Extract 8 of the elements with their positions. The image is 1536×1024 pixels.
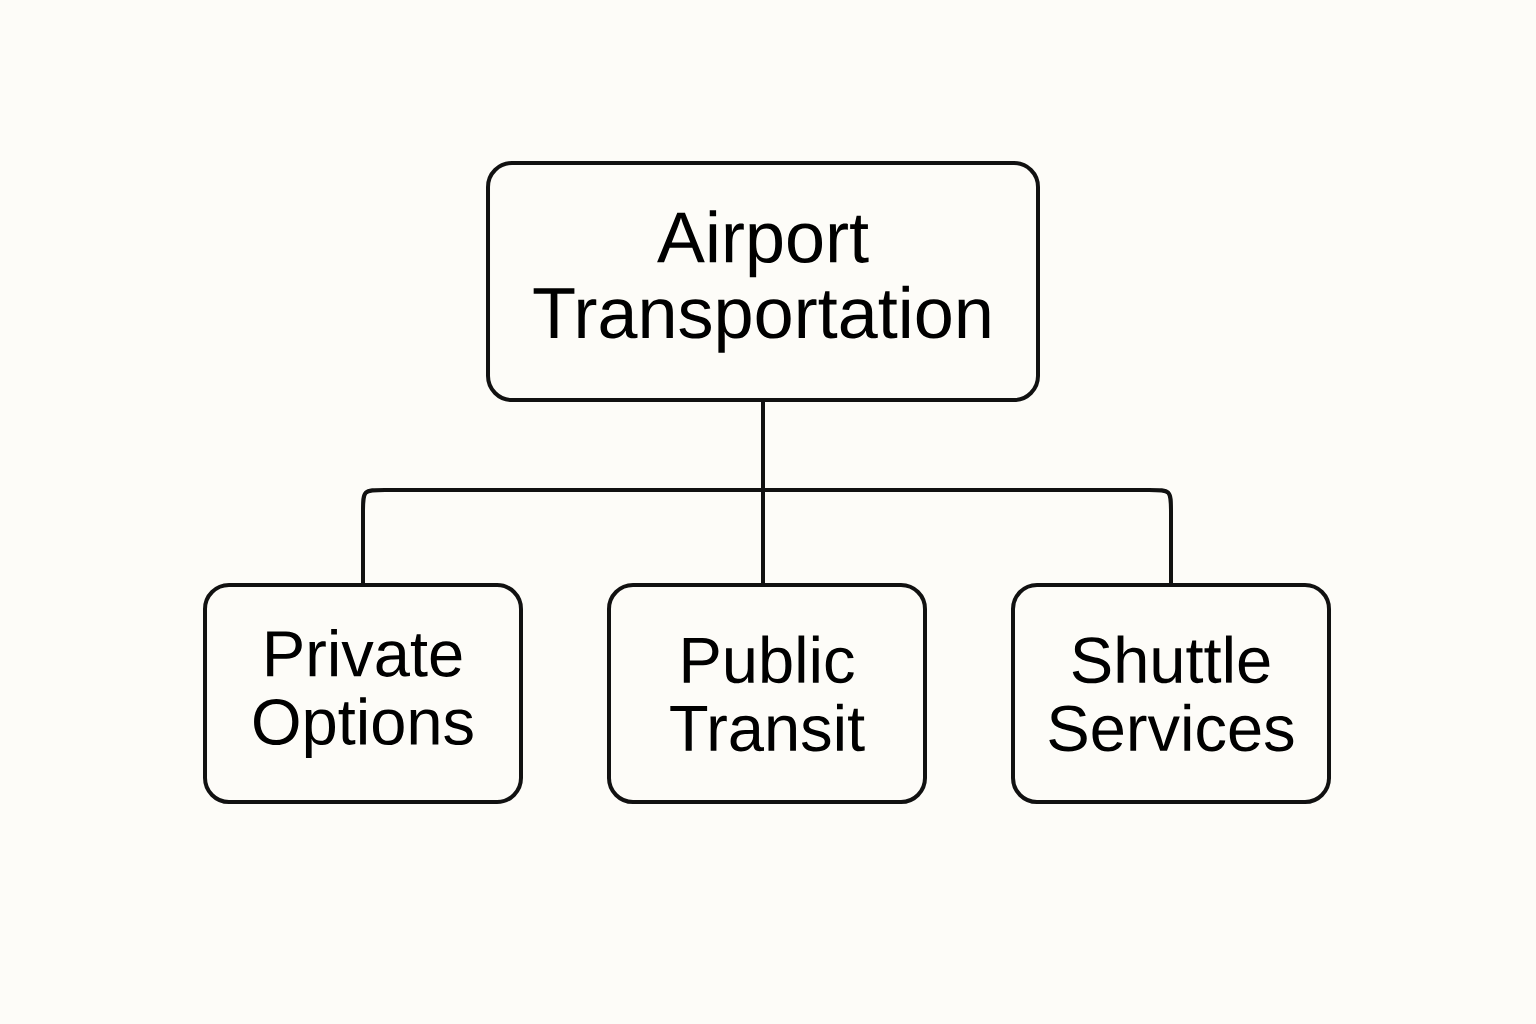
process-box: Shuttle Services bbox=[1011, 583, 1331, 804]
process-box: Private Options bbox=[203, 583, 523, 804]
connector-line bbox=[761, 402, 765, 490]
process-box: Airport Transportation bbox=[486, 161, 1040, 402]
connector-line bbox=[361, 488, 763, 583]
process-box: Public Transit bbox=[607, 583, 927, 804]
connector-line bbox=[761, 490, 765, 583]
connector-line bbox=[763, 488, 1173, 583]
